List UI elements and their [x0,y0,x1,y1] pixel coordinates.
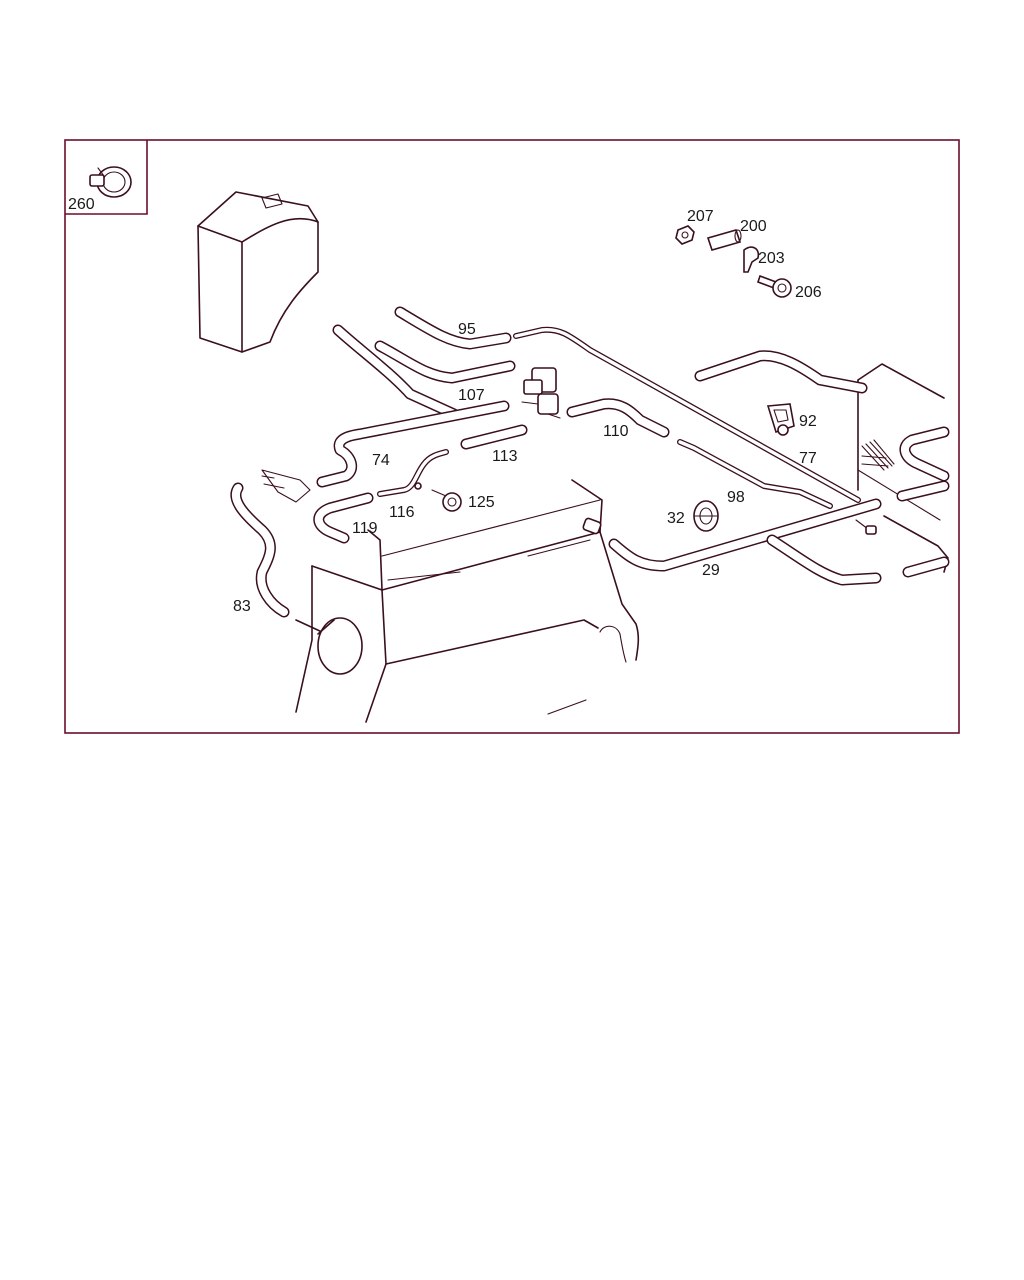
bolt-206-icon [756,274,792,298]
coolant-pipe-77 [513,326,861,503]
diagram-frame [64,139,960,734]
clip-203-icon [743,246,760,273]
pipe-29 [608,498,882,586]
label-260: 260 [68,196,95,213]
hose-clamp-icon [89,166,132,198]
hose-110 [566,398,670,438]
nut-207-icon [675,225,695,245]
hose-95 [394,306,512,350]
label-29: 29 [702,562,720,579]
heater-core-icon [694,350,950,578]
label-119: 119 [352,520,378,537]
label-98: 98 [727,489,745,506]
label-77: 77 [799,450,817,467]
grommet-32-icon [693,500,719,532]
label-110: 110 [603,423,629,440]
hose-83 [230,482,290,618]
pipe-98 [677,439,833,509]
pipe-116 [377,449,449,497]
label-95: 95 [458,321,476,338]
hose-113 [460,424,528,450]
label-207: 207 [687,208,714,225]
spacer-200-icon [706,229,742,251]
label-83: 83 [233,598,251,615]
pulley-icon [295,617,363,675]
label-32: 32 [667,510,685,527]
label-125: 125 [468,494,495,511]
hose-119 [313,492,374,544]
hose-74 [316,400,510,488]
label-107: 107 [458,387,485,404]
coolant-reservoir-icon [197,191,319,353]
hose-107 [332,324,516,420]
bolt-125-icon [431,489,462,512]
label-74: 74 [372,452,390,469]
engine-block-icon [295,479,640,723]
bracket-92-icon [766,403,795,436]
label-203: 203 [758,250,785,267]
fitting-icon [261,469,311,503]
label-113: 113 [492,448,518,465]
label-92: 92 [799,413,817,430]
heater-valve-icon [521,367,561,419]
label-200: 200 [740,218,767,235]
inset-box [65,140,148,215]
label-116: 116 [389,504,415,521]
label-206: 206 [795,284,822,301]
